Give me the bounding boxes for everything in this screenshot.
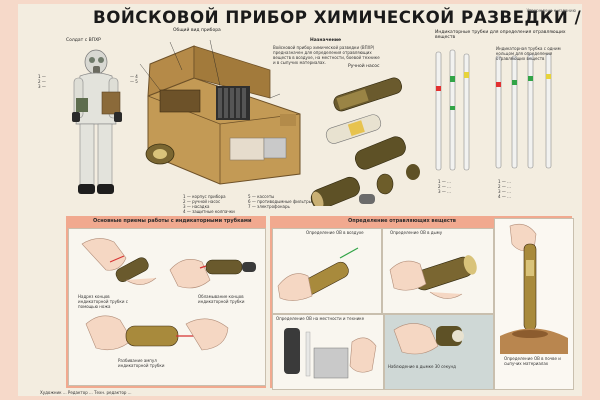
- step1-illustration: [81, 238, 157, 285]
- caption-5: Определение ОВ в дыму: [390, 230, 443, 235]
- right-heading: Определение отравляющих веществ: [348, 218, 456, 224]
- smoke-illustration: [389, 255, 477, 299]
- terrain-illustration: [284, 328, 377, 379]
- soldier-label-left: 1 —2 —3 —: [38, 74, 46, 89]
- caption-7: Наблюдение в дымке 30 секунд: [388, 364, 456, 369]
- caption-4: Определение ОВ в воздухе: [306, 230, 364, 235]
- soldier-label-right: — 4— 5: [130, 74, 138, 84]
- footer-credits: Художник ... Редактор ... Техн. редактор…: [40, 390, 132, 395]
- purpose-heading: Назначение: [310, 38, 342, 43]
- general-view-caption: Общий вид прибора: [173, 28, 221, 33]
- left-heading: Основные приемы работы с индикаторными т…: [93, 218, 252, 224]
- purpose-text: Войсковой прибор химической разведки (ВП…: [273, 45, 380, 65]
- caption-1: Надрез концов индикаторной трубки с помо…: [78, 294, 128, 309]
- tubes-legend-left: 1 — ...2 — ...3 — ...: [438, 179, 451, 194]
- caption-3: Разбивание ампул индикаторной трубки: [118, 358, 165, 368]
- tubes-caption-right: Индикаторная трубка с одним кольцом для …: [496, 46, 561, 61]
- tubes-caption: Индикаторные трубки для определения отра…: [435, 30, 566, 40]
- soldier-illustration: [72, 49, 122, 194]
- cap-illustration: [359, 194, 375, 204]
- step3-illustration: [85, 315, 229, 351]
- tubes-legend-right: 1 — ...2 — ...3 — ...4 — ...: [498, 179, 511, 199]
- device-box-illustration: [139, 39, 301, 185]
- indicator-tubes-illustration: [435, 49, 552, 171]
- hand-pump-caption: Ручной насос: [348, 64, 380, 69]
- observe-illustration: [393, 323, 464, 355]
- caption-6: Определение ОВ на местности и технике: [276, 316, 365, 321]
- poster-title: ВОЙСКОВОЙ ПРИБОР ХИМИЧЕСКОЙ РАЗВЕДКИ /ВП…: [93, 8, 582, 28]
- soldier-caption: Солдат с ВПХР: [66, 38, 101, 43]
- approval-stamp: Утверждено к изданию: [526, 8, 576, 13]
- air-illustration: [277, 247, 359, 301]
- hand-pump-illustration: [310, 77, 420, 206]
- poster: ВОЙСКОВОЙ ПРИБОР ХИМИЧЕСКОЙ РАЗВЕДКИ /ВП…: [18, 4, 582, 396]
- soil-illustration: [500, 223, 568, 354]
- caption-2: Обламывание концов индикаторной трубки: [198, 294, 245, 304]
- step2-illustration: [169, 259, 256, 289]
- caption-8: Определение ОВ в почве и сыпучих материа…: [504, 356, 561, 366]
